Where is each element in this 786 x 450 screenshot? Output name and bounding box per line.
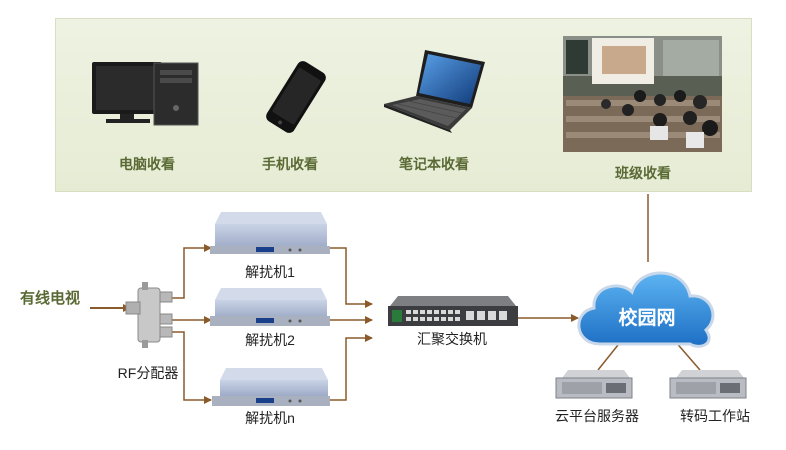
descrambler-n-icon — [212, 368, 330, 406]
smartphone-icon — [266, 61, 326, 133]
label-pc-viewing: 电脑收看 — [119, 156, 175, 172]
label-descrambler-2: 解扰机2 — [245, 332, 295, 348]
label-descrambler-n: 解扰机n — [245, 410, 295, 426]
descrambler-2-icon — [210, 288, 330, 326]
arrow-desc1-to-switch — [329, 247, 373, 308]
laptop-icon — [384, 50, 485, 133]
label-transcode-workstation: 转码工作站 — [680, 408, 750, 424]
cloud-platform-server-icon — [555, 370, 633, 399]
campus-network-cloud-icon — [577, 271, 715, 348]
label-laptop-viewing: 笔记本收看 — [399, 156, 469, 172]
label-phone-viewing: 手机收看 — [262, 156, 318, 172]
aggregation-switch-icon — [388, 296, 518, 326]
label-rf-splitter: RF分配器 — [117, 365, 179, 381]
desktop-pc-icon — [92, 62, 199, 126]
classroom-photo — [563, 36, 722, 152]
arrow-splitter-to-desc1 — [170, 244, 212, 299]
label-aggregation-switch: 汇聚交换机 — [417, 331, 487, 347]
label-cloud-server: 云平台服务器 — [555, 408, 639, 424]
transcode-workstation-icon — [669, 370, 747, 399]
label-cable-tv: 有线电视 — [20, 290, 81, 307]
descrambler-1-icon — [210, 212, 330, 254]
arrow-descn-to-switch — [329, 334, 373, 401]
arrow-splitter-to-descn — [170, 331, 212, 404]
rf-splitter-icon — [125, 282, 173, 348]
label-classroom-viewing: 班级收看 — [615, 165, 671, 181]
label-descrambler-1: 解扰机1 — [245, 264, 295, 280]
network-label: 校园网 — [618, 306, 675, 329]
